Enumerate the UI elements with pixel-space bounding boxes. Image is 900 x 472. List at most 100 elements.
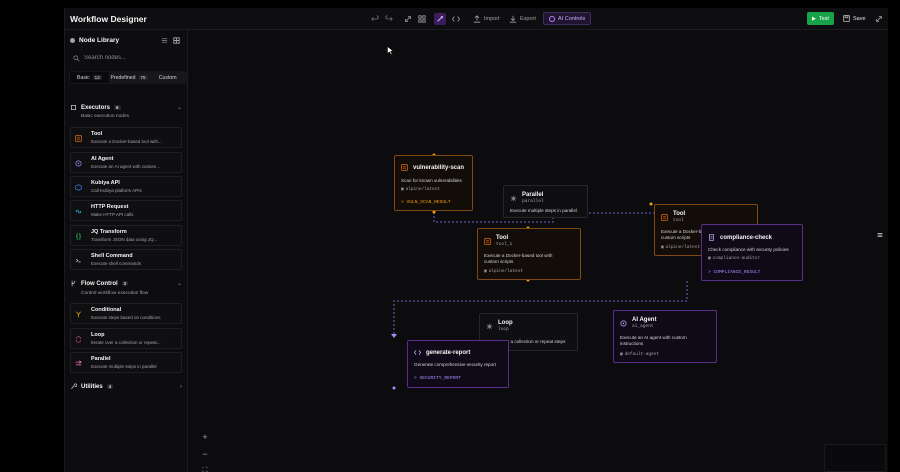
ai-controls-button[interactable]: AI Controls (543, 12, 592, 25)
library-item-ai-agent[interactable]: AI Agent Execute an AI agent with custom… (70, 152, 182, 173)
item-name: AI Agent (91, 156, 114, 162)
node-agent: ▣ compliance-auditor (708, 256, 760, 261)
category-flow-control-label: Flow Control (81, 280, 118, 287)
node-desc: Iterate over a collection or repeat step… (486, 339, 566, 344)
item-name: Shell Command (91, 253, 133, 259)
auto-layout-icon[interactable] (434, 13, 446, 25)
code-icon[interactable] (452, 13, 460, 25)
fit-screen-button[interactable]: ⛶ (199, 465, 211, 472)
tool-icon (75, 135, 82, 142)
zoom-out-button[interactable]: − (199, 448, 211, 460)
expand-icon: ⛶ (202, 467, 208, 472)
node-title: Parallel (522, 192, 544, 198)
grid-icon[interactable] (418, 13, 426, 25)
redo-icon[interactable] (385, 13, 393, 25)
node-title: generate-report (426, 349, 471, 356)
library-tabs: Basic 13 Predefined 75 Custom (69, 71, 187, 84)
library-item-loop[interactable]: Loop Iterate over a collection or repeat… (70, 328, 182, 349)
minus-icon: − (202, 449, 208, 459)
import-button[interactable]: Import (473, 13, 500, 25)
item-desc: Transform JSON data using JQ... (91, 237, 158, 242)
panel-toggle-icon[interactable] (876, 231, 884, 239)
search-input[interactable] (84, 55, 174, 61)
node-desc: Check compliance with security policies (708, 247, 789, 252)
category-executors[interactable]: Executors 6 ⌄ (70, 104, 182, 111)
code-icon (414, 350, 421, 355)
save-button[interactable]: Save (838, 12, 871, 25)
minimap[interactable] (824, 444, 886, 472)
item-desc: Execute shell commands (91, 261, 142, 266)
grid-view-icon[interactable] (172, 36, 181, 45)
item-name: HTTP Request (91, 204, 129, 210)
library-item-tool[interactable]: Tool Execute a Docker-based tool with... (70, 127, 182, 148)
ai-agent-icon (620, 319, 627, 327)
search-box (69, 51, 184, 65)
branch-icon (71, 280, 76, 287)
category-utilities-label: Utilities (81, 383, 103, 390)
chevron-right-icon: › (180, 383, 182, 390)
cpu-icon (71, 105, 76, 110)
node-vulnerability-scan[interactable]: vulnerability-scan Scan for known vulner… (394, 155, 473, 211)
node-id: parallel (522, 199, 544, 204)
tab-basic[interactable]: Basic 13 (70, 72, 109, 83)
tool-icon (484, 237, 491, 245)
undo-icon[interactable] (371, 13, 379, 25)
node-desc: Execute multiple steps in parallel (510, 208, 577, 213)
link-icon (75, 209, 82, 214)
item-desc: Iterate over a collection or repeat... (91, 340, 161, 345)
node-agent: ▣ default-agent (620, 352, 659, 357)
tool-icon (401, 164, 408, 171)
node-desc: Scan for known vulnerabilities (401, 178, 462, 183)
bot-icon: ▣ (620, 352, 623, 357)
node-library-sidebar: Node Library Basic 13 Predefined 75 Cust… (65, 30, 188, 472)
item-desc: Call Kubiya platform APIs (91, 188, 142, 193)
list-view-icon[interactable] (160, 36, 169, 45)
handle-dot[interactable] (649, 202, 653, 206)
workflow-canvas[interactable]: vulnerability-scan Scan for known vulner… (189, 30, 888, 472)
handle-dot[interactable] (392, 386, 396, 390)
repeat-icon (76, 336, 81, 343)
tab-predefined[interactable]: Predefined 75 (110, 71, 149, 84)
library-item-parallel[interactable]: Parallel Execute multiple steps in paral… (70, 352, 182, 373)
category-flow-control[interactable]: Flow Control 3 ⌄ (70, 280, 182, 287)
edge-arrow (391, 334, 397, 338)
item-name: Conditional (91, 307, 122, 313)
ai-controls-label: AI Controls (558, 15, 586, 22)
node-title: vulnerability-scan (413, 164, 465, 171)
library-item-conditional[interactable]: Conditional Execute steps based on condi… (70, 303, 182, 324)
zoom-in-button[interactable]: + (199, 431, 211, 443)
category-utilities[interactable]: Utilities 4 › (70, 383, 182, 390)
node-generate-report[interactable]: generate-report Generate comprehensive s… (407, 340, 509, 388)
export-button[interactable]: Export (509, 13, 536, 25)
box-icon: ▣ (401, 187, 404, 192)
fit-view-icon[interactable] (404, 13, 412, 25)
library-item-shell-command[interactable]: Shell Command Execute shell commands (70, 249, 182, 270)
node-agent-label: compliance-auditor (712, 256, 761, 261)
library-item-kubiya-api[interactable]: Kubiya API Call Kubiya platform APIs (70, 176, 182, 197)
fullscreen-icon[interactable] (875, 13, 883, 25)
library-item-http-request[interactable]: HTTP Request Make HTTP API calls (70, 200, 182, 221)
tab-custom[interactable]: Custom (148, 71, 187, 84)
item-desc: Execute multiple steps in parallel (91, 364, 157, 369)
library-item-jq-transform[interactable]: JQ Transform Transform JSON data using J… (70, 225, 182, 246)
node-desc-line: custom scripts (661, 235, 691, 241)
node-compliance-check[interactable]: compliance-check Check compliance with s… (701, 224, 803, 281)
test-button[interactable]: ▶ Test (807, 12, 834, 25)
terminal-icon (76, 258, 81, 263)
parallel-icon (75, 360, 82, 366)
item-desc: Execute an AI agent with custom... (91, 164, 161, 169)
ai-icon (549, 15, 555, 22)
handle-dot[interactable] (432, 210, 436, 214)
tab-custom-label: Custom (158, 74, 177, 81)
item-desc: Execute steps based on conditions (91, 315, 161, 320)
node-image-label: alpine/latest (665, 245, 700, 250)
search-icon (73, 54, 80, 62)
app-title: Workflow Designer (70, 14, 147, 24)
box-icon: ▣ (661, 245, 664, 250)
